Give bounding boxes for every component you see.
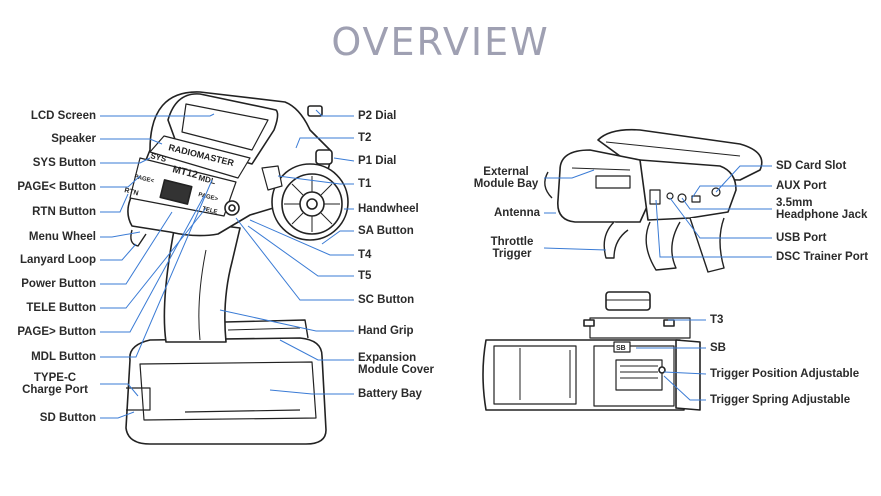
label-external-module-bay: External Module Bay — [473, 166, 539, 190]
label-battery-bay: Battery Bay — [358, 388, 422, 400]
label-sd-card-slot: SD Card Slot — [776, 160, 847, 172]
label-usb-port: USB Port — [776, 232, 827, 244]
page-title: OVERVIEW — [331, 20, 550, 64]
label-headphone-jack: 3.5mm Headphone Jack — [776, 197, 868, 221]
label-t2: T2 — [358, 132, 372, 144]
screen-page-right-text: PAGE> — [198, 192, 219, 203]
screen-page-left-text: PAGE< — [134, 174, 155, 185]
label-handwheel: Handwheel — [358, 203, 419, 215]
label-type-c-charge-port: TYPE-C Charge Port — [22, 372, 88, 396]
label-rtn-button: RTN Button — [32, 206, 96, 218]
label-lanyard-loop: Lanyard Loop — [19, 254, 96, 266]
label-sys-button: SYS Button — [32, 157, 96, 169]
label-sd-button: SD Button — [39, 412, 96, 424]
label-antenna: Antenna — [494, 207, 540, 219]
screen-tele-text: TELE — [202, 206, 218, 216]
label-t3: T3 — [710, 314, 724, 326]
label-p2-dial: P2 Dial — [358, 110, 397, 122]
label-dsc-trainer-port: DSC Trainer Port — [776, 251, 869, 263]
label-trigger-spring-adjustable: Trigger Spring Adjustable — [710, 394, 851, 406]
label-mdl-button: MDL Button — [31, 351, 96, 363]
label-aux-port: AUX Port — [776, 180, 827, 192]
label-power-button: Power Button — [21, 278, 96, 290]
label-hand-grip: Hand Grip — [358, 325, 414, 337]
label-tele-button: TELE Button — [26, 302, 96, 314]
label-speaker: Speaker — [51, 133, 96, 145]
front-view-radio — [125, 91, 349, 445]
label-sc-button: SC Button — [358, 294, 415, 306]
label-lcd-screen: LCD Screen — [30, 110, 96, 122]
label-p1-dial: P1 Dial — [358, 155, 397, 167]
label-t5: T5 — [358, 270, 372, 282]
label-trigger-position-adjustable: Trigger Position Adjustable — [710, 368, 860, 380]
label-throttle-trigger: Throttle Trigger — [490, 236, 534, 260]
label-sb: SB — [710, 342, 726, 354]
label-t1: T1 — [358, 178, 372, 190]
label-sa-button: SA Button — [358, 225, 414, 237]
screen-sys-text: SYS — [150, 151, 168, 164]
label-t4: T4 — [358, 249, 372, 261]
leader-lines — [100, 109, 772, 419]
screen-mdl-text: MDL — [198, 173, 217, 186]
label-page-left-button: PAGE< Button — [17, 181, 96, 193]
screen-rtn-text: RTN — [124, 187, 140, 197]
bottom-view-radio — [482, 291, 701, 411]
bottom-sb-text: SB — [616, 345, 626, 352]
rear-view-radio — [544, 128, 763, 273]
label-page-right-button: PAGE> Button — [17, 326, 96, 338]
label-menu-wheel: Menu Wheel — [28, 231, 96, 243]
label-expansion-module-cover: Expansion Module Cover — [358, 352, 435, 376]
